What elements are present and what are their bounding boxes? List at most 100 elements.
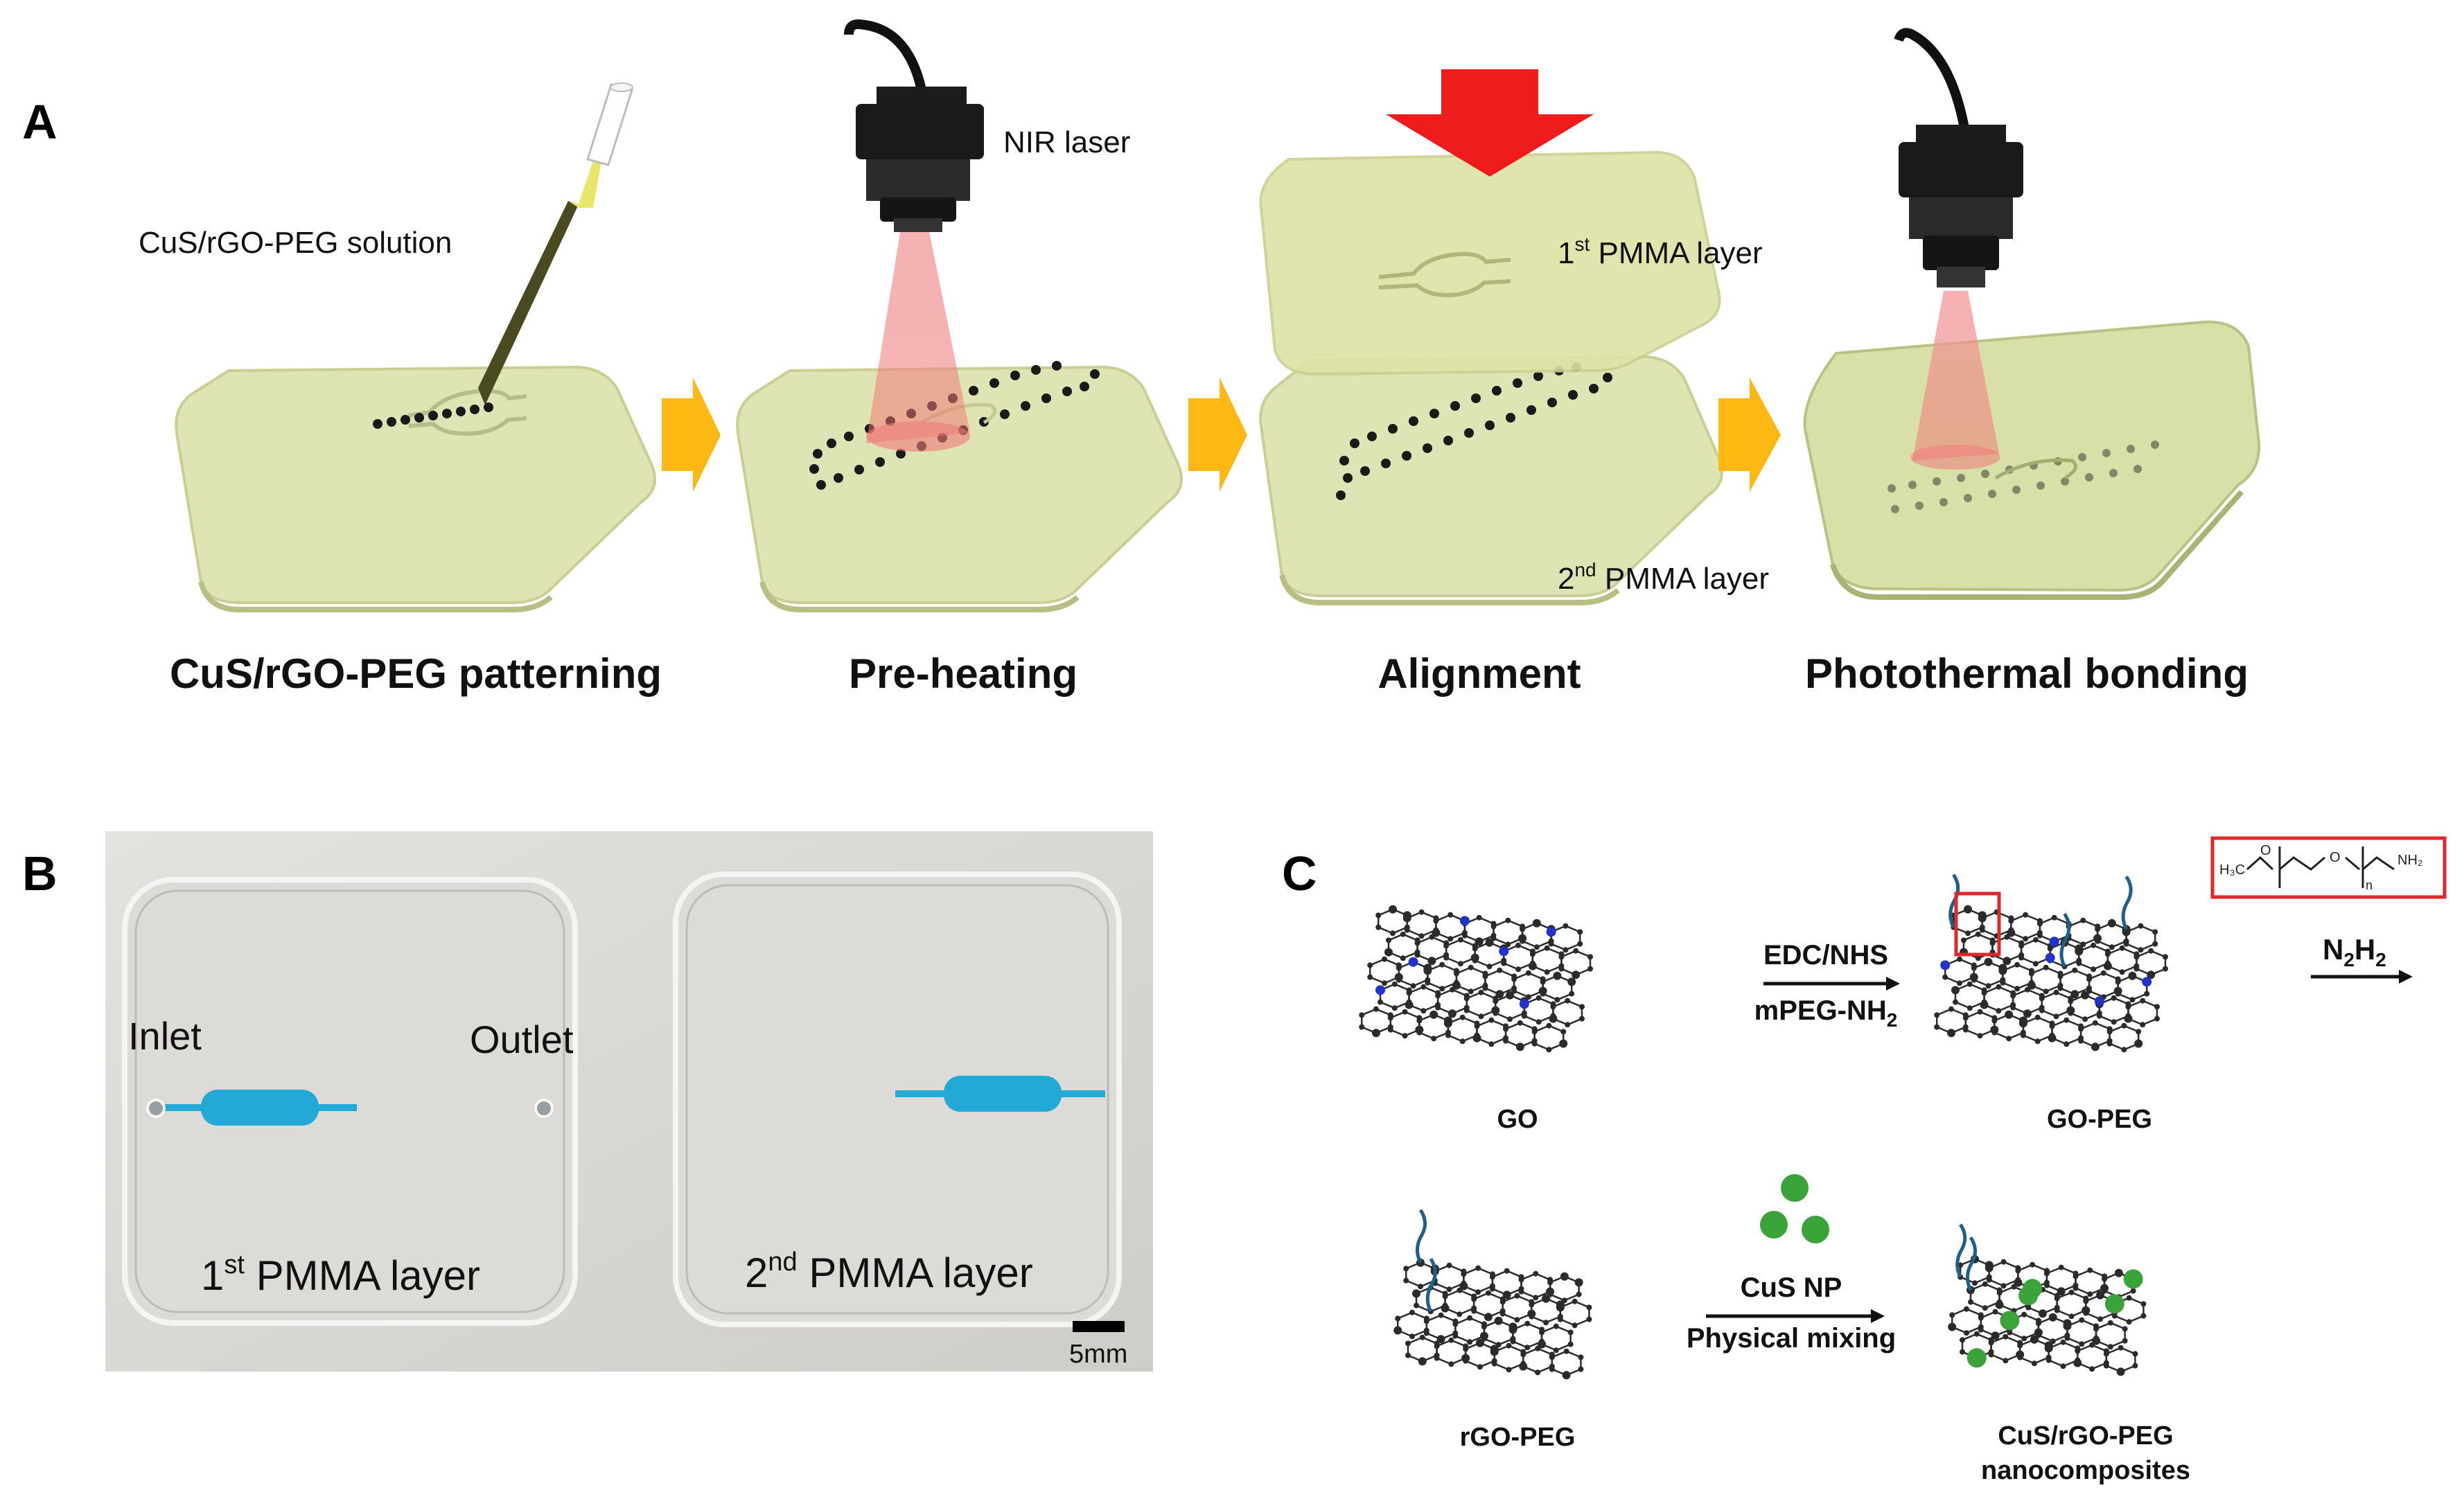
carbon-atom [1535, 1369, 1541, 1376]
carbon-atom [1448, 1337, 1454, 1343]
cus-nanoparticle [2000, 1311, 2020, 1331]
carbon-atom [1966, 1005, 1973, 1011]
carbon-atom [1439, 961, 1445, 968]
carbon-atom [2003, 1358, 2009, 1364]
carbon-atom [1565, 1022, 1571, 1028]
peg-formula-o1: O [2260, 843, 2271, 858]
carbon-atom [2053, 989, 2059, 995]
carbon-atom [1528, 961, 1537, 970]
carbon-atom [1524, 1320, 1531, 1327]
lattice-ring [2051, 1019, 2082, 1045]
carbon-atom [2023, 1009, 2032, 1018]
carbon-atom [1535, 1345, 1541, 1351]
outlet-label: Outlet [470, 1018, 574, 1061]
oxygen-group [1375, 985, 1385, 995]
carbon-atom [2103, 1351, 2109, 1357]
carbon-atom [1459, 1038, 1466, 1045]
carbon-atom [2063, 1041, 2070, 1047]
carbon-atom [2034, 1038, 2041, 1045]
carbon-atom [2063, 1322, 2072, 1331]
carbon-atom [1982, 1281, 1988, 1287]
carbon-atom [1572, 970, 1581, 979]
carbon-atom [1586, 1316, 1592, 1322]
oxygen-group [1940, 960, 1951, 970]
carbon-atom [2054, 1295, 2060, 1302]
cus-nanoparticle [2018, 1286, 2039, 1306]
carbon-atom [1463, 1358, 1469, 1364]
lattice-ring [2056, 1291, 2087, 1318]
carbon-atom [2035, 1320, 2041, 1327]
carbon-atom [2060, 1363, 2066, 1369]
lattice-ring [1520, 1272, 1551, 1299]
cus-np-icon [1760, 1174, 1829, 1243]
carbon-atom [1567, 1329, 1574, 1336]
carbon-atom [2014, 961, 2021, 968]
carbon-atom [2087, 1267, 2093, 1273]
carbon-atom [2045, 1357, 2052, 1363]
lattice-ring [1455, 966, 1486, 993]
carbon-atom [1553, 1347, 1559, 1354]
carbon-atom [1403, 1277, 1409, 1284]
carbon-atom [1563, 923, 1569, 929]
carbon-atom [1382, 956, 1387, 962]
lattice-ring [1531, 947, 1563, 973]
carbon-atom [1543, 1320, 1549, 1326]
step3-group: 1st PMMA layer 2nd PMMA layer [1259, 69, 1769, 605]
carbon-atom [1393, 1326, 1402, 1335]
lattice-ring [1436, 1339, 1467, 1365]
carbon-atom [1414, 940, 1420, 946]
lattice-ring [1523, 997, 1554, 1023]
carbon-atom [1962, 1015, 1969, 1021]
carbon-atom [2119, 945, 2125, 951]
lattice-ring [1951, 1308, 1982, 1334]
lattice-ring [1476, 1019, 1507, 1045]
carbon-atom [1475, 1338, 1484, 1347]
carbon-atom [1991, 1029, 1998, 1036]
carbon-atom [2078, 1026, 2084, 1032]
carbon-atom [1405, 1000, 1414, 1009]
cus-nanoparticle [1966, 1348, 1987, 1368]
panel-b: B Inlet Outlet 1st PMMA layer 2nd PMMA l… [22, 831, 1153, 1372]
carbon-atom [2003, 957, 2012, 966]
carbon-atom [2138, 923, 2144, 929]
nir-laser-icon [844, 19, 984, 232]
carbon-atom [2083, 1298, 2089, 1304]
carbon-atom [1988, 1340, 1994, 1346]
carbon-atom [2089, 1366, 2095, 1372]
carbon-atom [2003, 1333, 2009, 1340]
carbon-atom [1962, 1027, 1969, 1033]
carbon-atom [1475, 1289, 1481, 1295]
carbon-atom [2025, 1304, 2032, 1311]
carbon-atom [1367, 974, 1373, 980]
lattice-ring [1944, 958, 1975, 984]
carbon-atom [1418, 933, 1425, 939]
lattice-ring [1408, 986, 1439, 1012]
carbon-atom [2140, 997, 2146, 1004]
carbon-atom [1519, 1362, 1528, 1371]
carbon-atom [1544, 969, 1550, 975]
carbon-atom [1978, 1327, 1984, 1333]
carbon-atom [1467, 1339, 1473, 1345]
carbon-atom [2133, 954, 2140, 960]
carbon-atom [1367, 962, 1373, 968]
carbon-atom [1947, 1029, 1955, 1038]
cus-rgopeg-lattice [1948, 1223, 2147, 1376]
lattice-ring [1445, 939, 1476, 965]
lattice-ring [1969, 1283, 2000, 1309]
carbon-atom [1414, 952, 1420, 958]
carbon-atom [1948, 1006, 1954, 1012]
carbon-atom [2121, 1022, 2127, 1029]
carbon-atom [2092, 1336, 2101, 1345]
lattice-ring [1503, 944, 1534, 970]
lattice-ring [1988, 1261, 2019, 1287]
lattice-ring [1983, 986, 2014, 1012]
carbon-atom [2093, 1326, 2100, 1332]
carbon-atom [1418, 1357, 1427, 1366]
photo-layer2-label: 2nd PMMA layer [745, 1248, 1033, 1296]
carbon-atom [1395, 1315, 1401, 1322]
carbon-atom [1427, 957, 1436, 966]
carbon-atom [1972, 1280, 1978, 1286]
nir-laser-icon-2 [1894, 28, 2023, 287]
step1-plate-group: CuS/rGO-PEG solution [139, 82, 656, 612]
carbon-atom [1520, 926, 1526, 932]
